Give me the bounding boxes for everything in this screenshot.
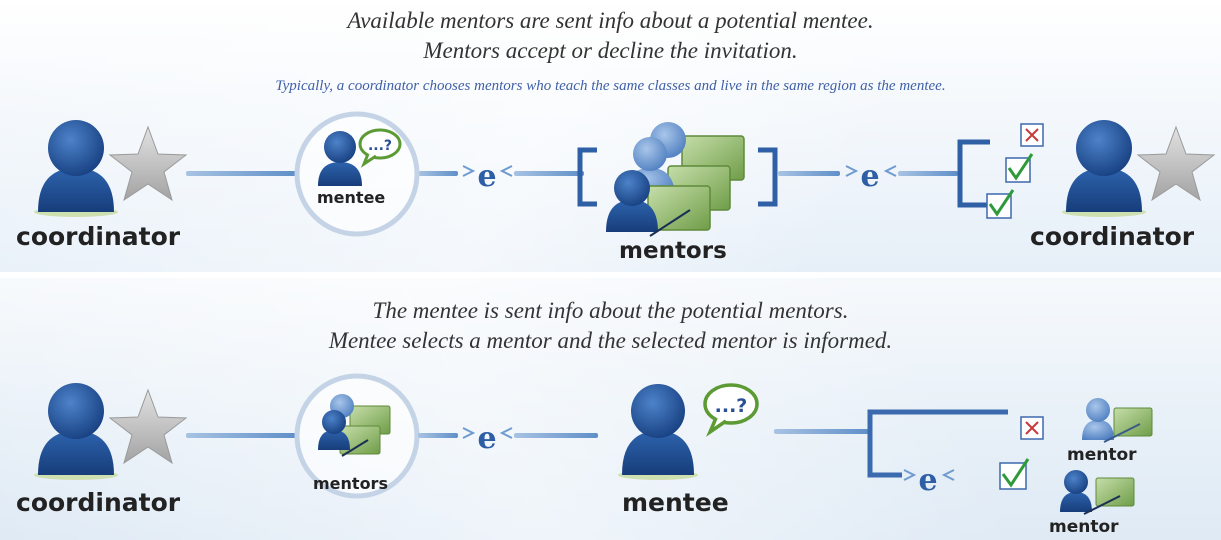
email-icon: e [845,159,897,194]
connector-line [418,171,458,176]
connector-line [186,171,296,176]
panel-bottom: The mentee is sent info about the potent… [0,278,1221,540]
email-icon: e [462,159,513,194]
top-caption-note: Typically, a coordinator chooses mentors… [275,78,946,94]
coordinator-left-icon [34,120,118,217]
top-caption-line2: Mentors accept or decline the invitation… [423,38,798,63]
coordinator-label: coordinator [16,488,181,517]
decline-cross-icon [1020,123,1044,147]
question-speech-icon: ...? [703,383,759,437]
connector-line [778,171,840,176]
connector-line [186,433,296,438]
email-icon: e [903,463,955,498]
connector-line [514,171,584,176]
mentor-declined-icon [1082,398,1153,443]
branch-connector [867,409,1008,478]
connector-line [418,433,458,438]
coordinator-left-label: coordinator [16,222,181,251]
decline-cross-icon [1020,416,1044,440]
mentor-selected-icon [1060,470,1135,515]
coordinator-icon [34,383,118,480]
mentors-bubble-label: mentors [313,474,388,493]
accept-check-icon [1005,153,1034,183]
question-speech-icon: ...? [358,128,402,168]
top-flow-diagram: ...? e e [34,111,1216,237]
top-caption-line1: Available mentors are sent info about a … [347,8,874,33]
bottom-caption-line2: Mentee selects a mentor and the selected… [328,328,893,353]
responses-bracket [957,139,990,208]
accept-check-icon [986,189,1015,219]
mentee-bubble-label: mentee [317,188,386,207]
svg-text:e: e [918,463,937,498]
accept-check-icon [999,458,1030,490]
mentor-declined-label: mentor [1067,445,1137,465]
mentee-person-icon [618,384,698,480]
mentors-bracket-right [758,147,778,207]
panel-top: Available mentors are sent info about a … [0,0,1221,272]
mentor-selected-label: mentor [1049,517,1119,537]
connector-line [514,433,598,438]
mentors-bracket-left [577,147,597,207]
svg-text:...?: ...? [715,395,748,417]
connector-line [898,171,958,176]
mentee-label: mentee [622,488,729,517]
svg-text:...?: ...? [368,138,392,154]
coordinator-star-icon [108,125,188,202]
svg-text:e: e [860,159,879,194]
coordinator-right-label: coordinator [1030,222,1195,251]
coordinator-right-icon [1062,120,1146,217]
mentee-person-icon [318,131,362,186]
mentors-bubble-icon [318,394,391,457]
email-icon: e [462,421,513,456]
svg-text:e: e [477,421,496,456]
coordinator-star-icon [1136,125,1216,202]
coordinator-star-icon [108,388,188,465]
mentors-label: mentors [619,238,727,264]
bottom-flow-diagram: e ...? e [34,373,1153,515]
mentors-group-icon [606,122,745,237]
bottom-caption-line1: The mentee is sent info about the potent… [372,298,849,323]
svg-text:e: e [477,159,496,194]
connector-line [774,429,870,434]
